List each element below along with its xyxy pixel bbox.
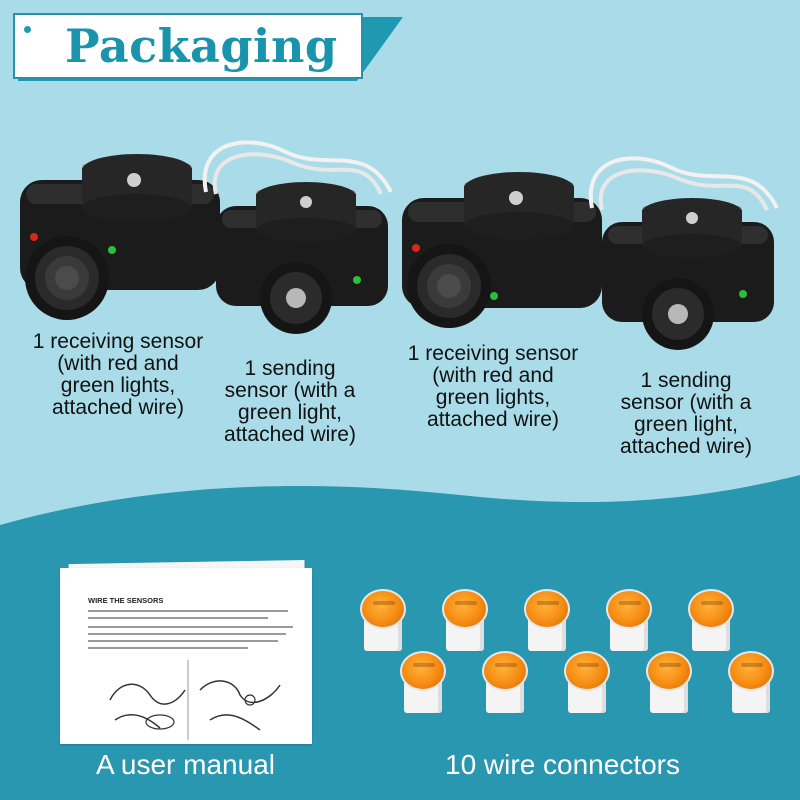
sending-sensor-image [602,198,774,350]
receiving-sensor-image [402,172,602,328]
receiving-sensor-label-2: 1 receiving sensor (with red and green l… [393,343,593,431]
connector-cap [360,589,406,629]
connector-cap [524,589,570,629]
wire-connector [482,651,532,717]
wire-connector [400,651,450,717]
sending-sensor-image [216,182,388,334]
wire-connector [524,589,574,655]
connector-cap [482,651,528,691]
wire-connector [688,589,738,655]
manual-caption: A user manual [96,749,275,780]
label-line: green lights, [60,374,176,397]
label-line: sensor (with a [224,379,356,402]
wire-connector [606,589,656,655]
page-title: Packaging [65,19,338,73]
label-line: green lights, [435,386,551,409]
label-line: green light, [634,413,738,436]
banner-dot [24,26,31,33]
label-line: attached wire) [52,396,184,419]
wire-connector [646,651,696,717]
label-line: sensor (with a [620,391,752,414]
manual-text-line [88,647,248,649]
label-line: (with red and [432,364,554,387]
sending-sensor-label-1: 1 sending sensor (with a green light, at… [200,358,380,446]
receiving-sensor-image [20,154,220,320]
header-banner: Packaging [13,13,363,79]
manual-heading: WIRE THE SENSORS [88,596,164,605]
manual-illustration [109,660,281,740]
wire-connector [442,589,492,655]
manual-text-line [88,633,286,635]
connector-cap [400,651,446,691]
connector-cap [564,651,610,691]
wire-connector [728,651,778,717]
sending-sensor-label-2: 1 sending sensor (with a green light, at… [596,370,776,458]
manual-text-line [88,626,293,628]
sensor-wire [202,140,393,195]
sensor-wire [588,156,779,211]
label-line: 1 receiving sensor [32,330,204,353]
label-line: 1 sending [244,357,336,380]
label-line: attached wire) [224,423,356,446]
user-manual-image: WIRE THE SENSORS [60,568,312,744]
connectors-caption: 10 wire connectors [445,749,681,780]
wire-connector [564,651,614,717]
label-line: (with red and [57,352,179,375]
receiving-sensor-label-1: 1 receiving sensor (with red and green l… [8,331,228,419]
label-line: 1 sending [640,369,732,392]
wire-connector [360,589,410,655]
label-line: 1 receiving sensor [407,342,579,365]
manual-text-line [88,617,268,619]
connector-cap [728,651,774,691]
connector-cap [646,651,692,691]
connector-cap [688,589,734,629]
connector-cap [606,589,652,629]
manual-text-line [88,640,278,642]
label-line: green light, [238,401,342,424]
manual-text-line [88,610,288,612]
label-line: attached wire) [620,435,752,458]
label-line: attached wire) [427,408,559,431]
connector-cap [442,589,488,629]
